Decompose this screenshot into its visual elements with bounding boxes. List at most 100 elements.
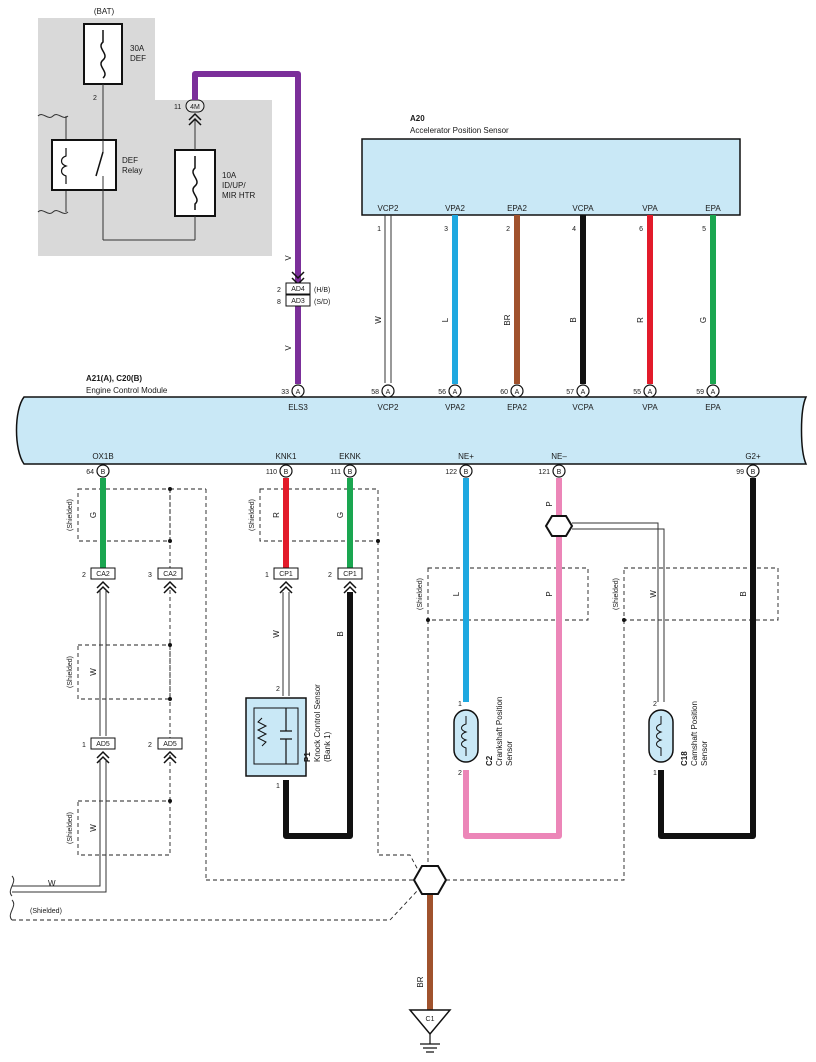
ecm-pin-conn: B [464, 469, 469, 476]
left-break-mark [9, 875, 15, 921]
relay-name-2: Relay [122, 166, 142, 175]
c18-name-2: Sensor [700, 740, 709, 766]
break-mark-bottom [37, 210, 69, 214]
junction-block-area [38, 18, 272, 256]
a20-id: A20 [410, 114, 425, 123]
wire-v-lower: V [284, 345, 293, 351]
relay-switch-icon [95, 151, 104, 177]
wire-w-left: W [48, 879, 56, 888]
ecm-pin-number: 59 [696, 389, 704, 396]
ecm-pin-name: OX1B [92, 452, 113, 461]
c18-pin-top: 2 [653, 701, 657, 708]
wire-knk-black [283, 592, 353, 839]
ecm-pin-conn: B [284, 469, 289, 476]
ca2-b-chevron [163, 580, 177, 594]
splice-ne [544, 515, 574, 537]
conn-ad5-b [157, 737, 183, 750]
wire-w1 [99, 590, 107, 736]
ecm-pin-conn: A [711, 389, 716, 396]
ground-icon [420, 1034, 440, 1053]
shielded-label-3: (Shielded) [67, 812, 74, 844]
ecm-pin-marker [96, 464, 110, 478]
fuse-30a-pin: 2 [93, 95, 97, 102]
c2-name-1: Crankshaft Position [495, 697, 504, 766]
ecm-pin-number: 99 [736, 469, 744, 476]
ground-label: C1 [426, 1016, 435, 1023]
wire-knk-white [282, 592, 290, 696]
ecm-pin-number: 58 [371, 389, 379, 396]
fuse-30a-rating: 30A [130, 44, 145, 53]
conn-ad4-label: AD4 [291, 286, 305, 293]
wire-br-gnd: BR [416, 976, 425, 987]
shielded-label-left: (Shielded) [30, 908, 62, 915]
a20-pin-number: 5 [702, 226, 706, 233]
camshaft-sensor-c18 [648, 709, 674, 763]
conn-ca2-a-pin: 2 [82, 572, 86, 579]
ecm-pin-marker [746, 464, 760, 478]
ecm-pin-marker [448, 384, 462, 398]
ecm-pin-name: EPA [705, 403, 721, 412]
ecm-pin-name: VPA [642, 403, 658, 412]
p1-id: P1 [303, 752, 312, 762]
ecm-pin-marker [576, 384, 590, 398]
ca2-a-chevron [96, 580, 110, 594]
wire-g2: G [336, 512, 345, 518]
ecm-pin-marker [381, 384, 395, 398]
shield-g2 [623, 567, 779, 621]
wire-b-knk: B [336, 631, 345, 636]
conn-cp1-a-label: CP1 [279, 571, 293, 578]
ecm-pin-conn: A [296, 389, 301, 396]
a20-name: Accelerator Position Sensor [410, 126, 509, 135]
ecm-pin-conn: A [386, 389, 391, 396]
knock-sensor-p1 [245, 697, 307, 777]
conn-4m-label: 4M [190, 104, 200, 111]
p1-name-2: (Bank 1) [323, 731, 332, 762]
ecm-pin-name: ELS3 [288, 403, 308, 412]
wire-w-knk: W [272, 630, 281, 638]
ecm-top-pins: A33ELS3A58VCP2A56VPA2A60EPA2A57VCPAA55VP… [281, 384, 721, 412]
conn-4m-chevron [188, 112, 202, 126]
conn-cp1-a [273, 567, 299, 580]
conn-ca2-a [90, 567, 116, 580]
a20-pin-number: 2 [506, 226, 510, 233]
ecm-pin-name: VCPA [572, 403, 594, 412]
conn-ad3-label: AD3 [291, 298, 305, 305]
fuse-10a-rating: 10A [222, 171, 237, 180]
ecm-pin-number: 57 [566, 389, 574, 396]
conn-cp1-b-pin: 2 [328, 572, 332, 579]
knock-sensor-inner [253, 707, 299, 765]
conn-ad5-b-label: AD5 [163, 741, 177, 748]
conn-ad5-a-pin: 1 [82, 742, 86, 749]
wire-ne-minus-pink [463, 478, 562, 839]
fuse-30a-symbol [100, 30, 106, 79]
wire-v-upper: V [284, 255, 293, 261]
ecm-pin-number: 122 [445, 469, 457, 476]
conn-4m-pin: 11 [174, 104, 181, 111]
ecm-pin-conn: A [581, 389, 586, 396]
wire-b-cam: B [739, 591, 748, 596]
conn-ca2-a-label: CA2 [96, 571, 110, 578]
wire-cam-white [572, 522, 665, 702]
bat-label: (BAT) [94, 7, 115, 16]
conn-ad3-note: (S/D) [314, 299, 330, 306]
def-relay [51, 139, 117, 191]
ecm-pin-marker [552, 464, 566, 478]
conn-ad3 [285, 294, 311, 307]
c2-pin-bot: 2 [458, 770, 462, 777]
conn-cp1-b [337, 567, 363, 580]
ecm-pin-marker [510, 384, 524, 398]
wire-l-ne: L [452, 591, 461, 596]
wire-p2: P [545, 591, 554, 596]
conn-ca2-b-label: CA2 [163, 571, 177, 578]
conn-ad5-a-label: AD5 [96, 741, 110, 748]
a20-wire-color: L [441, 317, 450, 322]
a20-pin-name: EPA2 [507, 204, 527, 213]
relay-coil-icon [60, 148, 68, 184]
shield-ne [427, 567, 589, 621]
shielded-label-g2: (Shielded) [613, 578, 620, 610]
ground-splice [412, 865, 448, 895]
ecm-pin-name: EKNK [339, 452, 361, 461]
ground-point-c1 [408, 1009, 452, 1036]
